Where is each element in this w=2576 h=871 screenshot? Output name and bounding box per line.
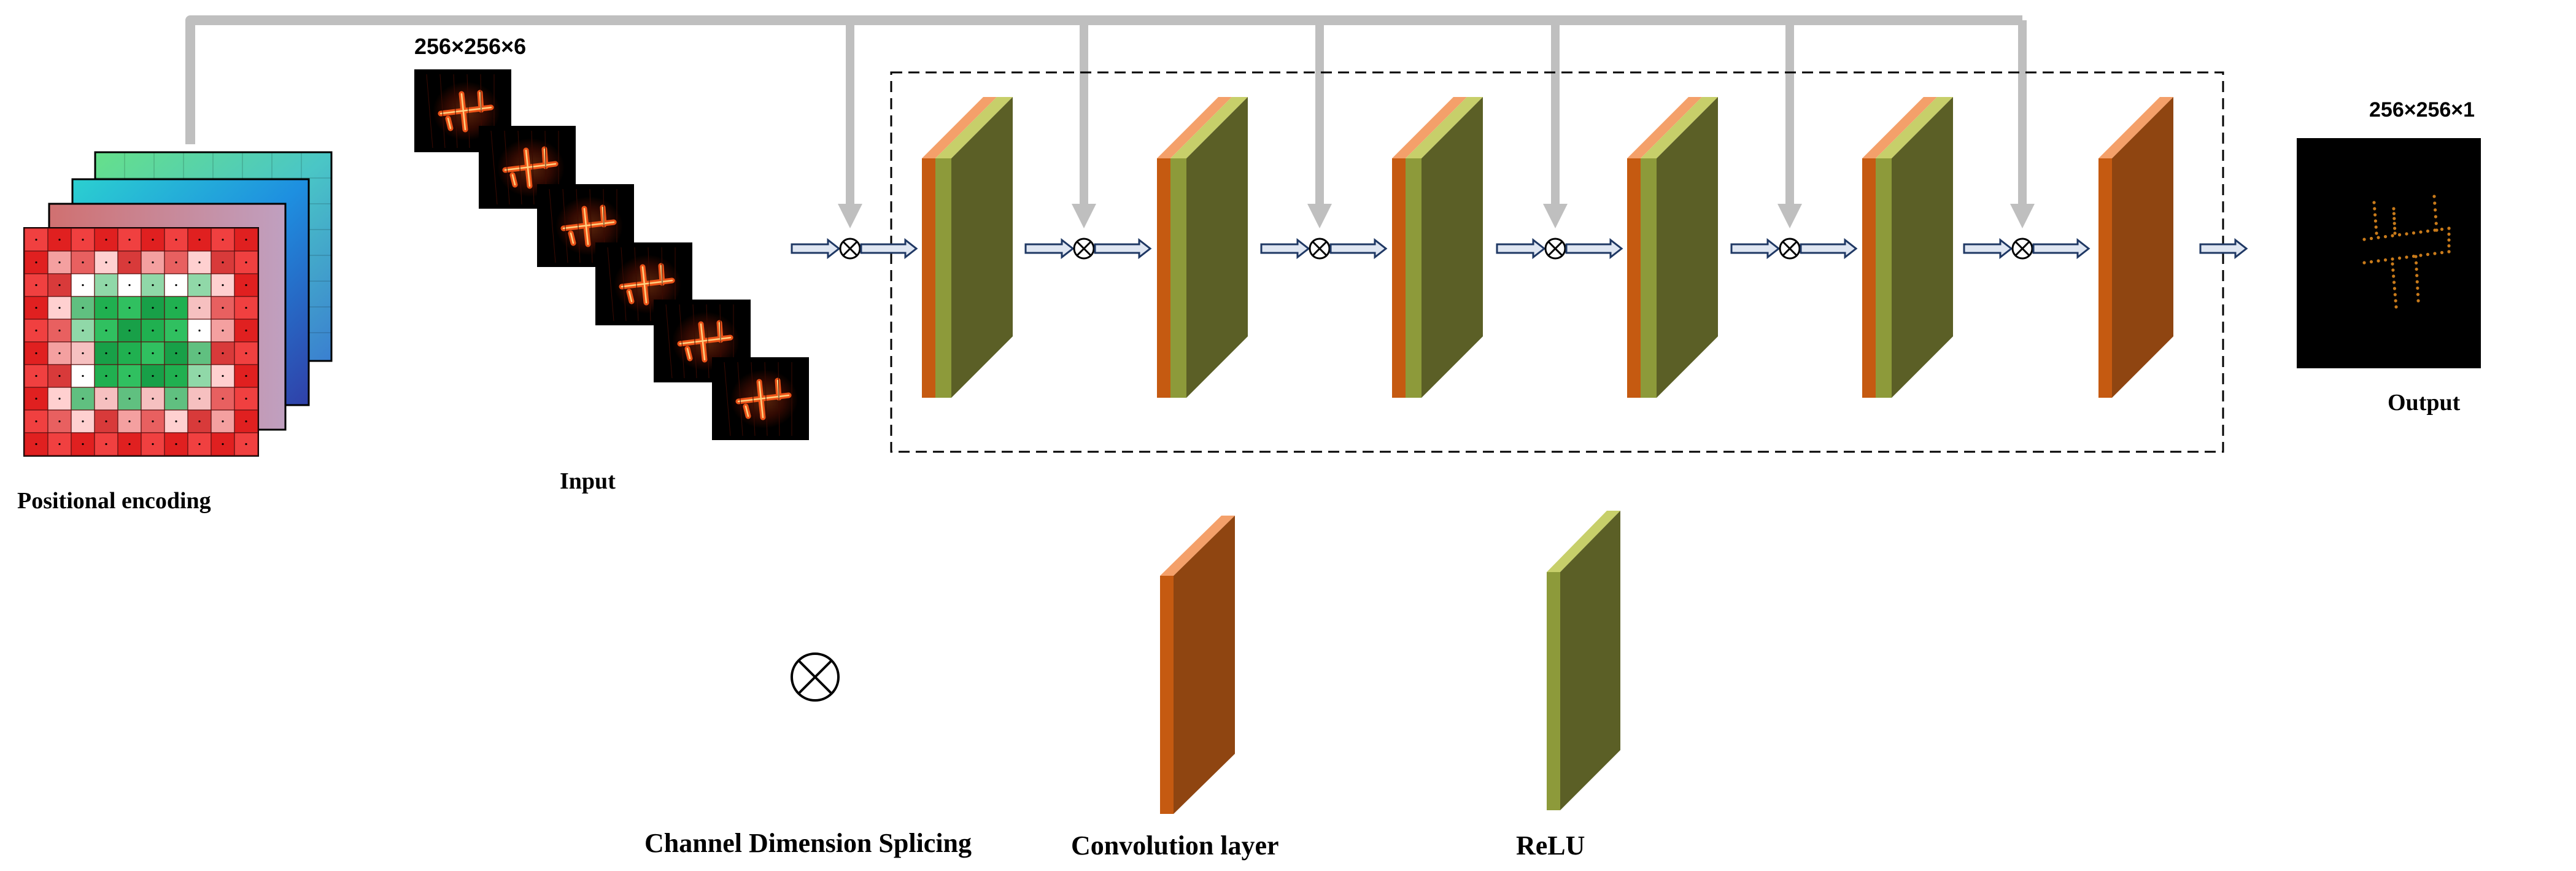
legend-relu: ReLU	[1516, 511, 1620, 861]
legend-conv-slab	[1160, 516, 1235, 814]
legend-relu-label: ReLU	[1516, 830, 1585, 861]
legend-conv-label: Convolution layer	[1071, 830, 1279, 861]
flow-arrow	[1565, 238, 1623, 260]
positional-encoding-label: Positional encoding	[17, 488, 211, 514]
splice-operator-icon	[2011, 238, 2033, 260]
flow-arrows	[791, 238, 2248, 260]
output-label: Output	[2388, 390, 2461, 416]
flow-arrow	[1260, 238, 1310, 260]
output-image	[2297, 138, 2481, 368]
splice-operator-icon	[839, 238, 861, 260]
conv-block	[2098, 97, 2173, 398]
conv-relu-block	[922, 97, 1013, 398]
input-frames	[414, 69, 809, 440]
network-boundary	[890, 71, 2224, 453]
flow-arrow	[1730, 238, 1781, 260]
encoding-grid-front	[23, 227, 259, 457]
flow-arrow	[1024, 238, 1075, 260]
legend-convolution: Convolution layer	[1071, 516, 1279, 861]
flow-arrow	[1496, 238, 1546, 260]
input-frame	[712, 357, 809, 440]
splice-operator-icon	[1309, 238, 1331, 260]
flow-arrow	[1963, 238, 2013, 260]
splice-operator-icon	[1073, 238, 1095, 260]
output-size-label: 256×256×1	[2369, 98, 2475, 122]
flow-arrow	[1329, 238, 1388, 260]
input-size-label: 256×256×6	[414, 34, 526, 59]
network-blocks	[922, 97, 2173, 398]
flow-arrow	[2032, 238, 2091, 260]
conv-relu-block	[1627, 97, 1718, 398]
legend-splice: Channel Dimension Splicing	[644, 652, 972, 858]
flow-arrow	[2199, 238, 2248, 260]
positional-encoding-stack	[23, 151, 333, 457]
flow-arrow	[1094, 238, 1152, 260]
input-label: Input	[560, 468, 616, 494]
conv-relu-block	[1392, 97, 1483, 398]
splice-operator-icon	[1544, 238, 1566, 260]
flow-arrow	[860, 238, 918, 260]
legend-splice-label: Channel Dimension Splicing	[644, 828, 972, 858]
output-reconstruction	[2362, 195, 2451, 309]
flow-arrow	[1800, 238, 1858, 260]
legend-relu-slab	[1547, 511, 1620, 810]
skip-connections	[185, 15, 2035, 228]
legend: Channel Dimension Splicing Convolution l…	[644, 511, 1620, 861]
input-frame	[537, 184, 634, 267]
conv-relu-block	[1862, 97, 1953, 398]
splice-operator-icon	[1779, 238, 1801, 260]
flow-arrow	[791, 238, 841, 260]
conv-relu-block	[1157, 97, 1248, 398]
